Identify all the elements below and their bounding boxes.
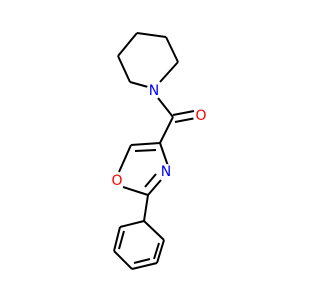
atom-label-carbonyl-o: O	[193, 108, 209, 124]
bond-pip-c4-c5	[117, 55, 131, 83]
bond-pip-n-c1	[159, 61, 179, 83]
carbonyl-oxygen-label: O	[195, 108, 206, 124]
bond-ph-3-4	[131, 262, 158, 270]
bond-pip-c3-c4	[117, 32, 138, 57]
bond-ox-o1-c5	[118, 144, 132, 173]
bond-ph-inner-a	[153, 242, 160, 260]
bond-ph-inner-c	[133, 258, 151, 264]
bond-ox-n3-c2-inner	[144, 173, 157, 188]
phenyl-ring	[113, 220, 165, 270]
bond-pip-c2-c3	[136, 32, 167, 38]
bond-ph-inner-b	[118, 230, 125, 250]
bond-ox-n3-c2	[147, 179, 162, 196]
bond-carbonyl-c-oxazole	[159, 116, 174, 144]
bond-ph-6-1	[119, 220, 145, 228]
bond-ox-c5-c4	[130, 142, 161, 146]
piperidine-ring	[117, 32, 179, 88]
bond-carbonyl-double-a	[172, 110, 195, 116]
bond-carbonyl-double-b	[174, 117, 197, 123]
molecule-structure-diagram: N O N O	[109, 32, 209, 270]
bond-n-carbonyl-c	[157, 97, 174, 118]
bond-ox-c5-c4-inner	[134, 149, 157, 152]
bond-ph-4-5	[113, 250, 133, 270]
oxazole-ring	[118, 142, 169, 196]
bond-ox-c2-o1	[122, 186, 149, 196]
atom-label-oxazole-o: O	[109, 173, 125, 189]
oxazole-nitrogen-label: N	[161, 164, 171, 180]
piperidine-nitrogen-label: N	[149, 83, 159, 99]
bond-ph-5-6	[113, 226, 121, 252]
bond-ox-c4-n3	[159, 142, 169, 167]
amide-group	[157, 97, 197, 144]
bond-pip-c5-n	[129, 81, 149, 88]
atom-label-piperidine-n: N	[146, 83, 162, 99]
bond-ph-2-3	[156, 239, 165, 264]
bond-ph-1-2	[143, 220, 165, 241]
atom-label-oxazole-n: N	[158, 164, 174, 180]
bond-pip-c1-c2	[165, 36, 179, 63]
oxazole-oxygen-label: O	[111, 173, 122, 189]
bond-oxazole-phenyl	[143, 194, 149, 222]
